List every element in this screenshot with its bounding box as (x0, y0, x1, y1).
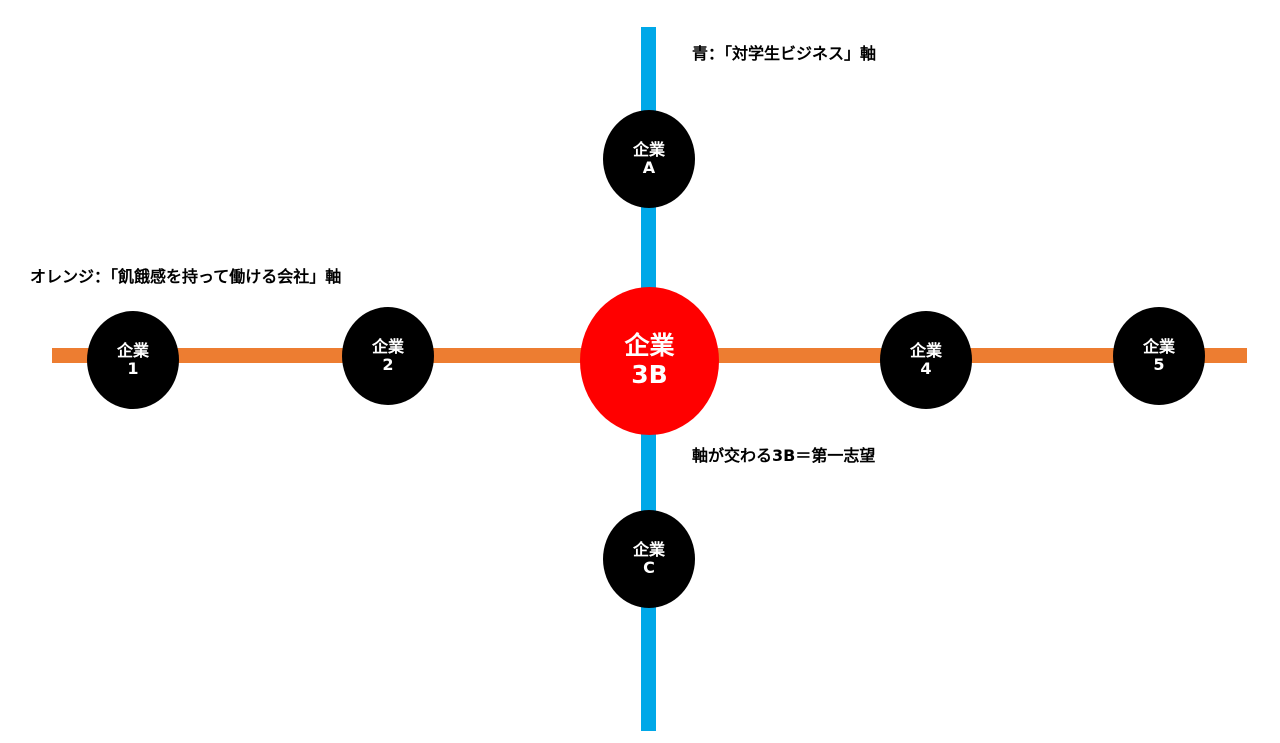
node-label-line1: 企業 (624, 331, 675, 361)
node-label-line2: C (643, 558, 655, 577)
company-node-a: 企業 A (603, 110, 695, 208)
orange-axis-label: オレンジ：「飢餓感を持って働ける会社」軸 (30, 267, 342, 286)
node-label-line2: 3B (631, 360, 668, 389)
company-node-1: 企業 1 (87, 311, 179, 409)
node-label-line1: 企業 (1142, 336, 1175, 356)
node-label-line1: 企業 (632, 139, 665, 159)
node-label-line2: 5 (1153, 355, 1165, 374)
company-node-c: 企業 C (603, 510, 695, 608)
company-node-5: 企業 5 (1113, 307, 1205, 405)
intersection-label: 軸が交わる3B＝第一志望 (692, 446, 876, 465)
company-node-3b: 企業 3B (580, 287, 719, 435)
node-label-line1: 企業 (909, 340, 942, 360)
blue-axis-label: 青：「対学生ビジネス」軸 (692, 44, 877, 63)
node-label-line2: 4 (920, 359, 932, 378)
node-label-line1: 企業 (371, 336, 404, 356)
node-label-line1: 企業 (116, 340, 149, 360)
node-label-line1: 企業 (632, 539, 665, 559)
company-node-2: 企業 2 (342, 307, 434, 405)
company-node-4: 企業 4 (880, 311, 972, 409)
node-label-line2: 2 (382, 355, 394, 374)
node-label-line2: 1 (127, 359, 139, 378)
node-label-line2: A (642, 158, 656, 177)
